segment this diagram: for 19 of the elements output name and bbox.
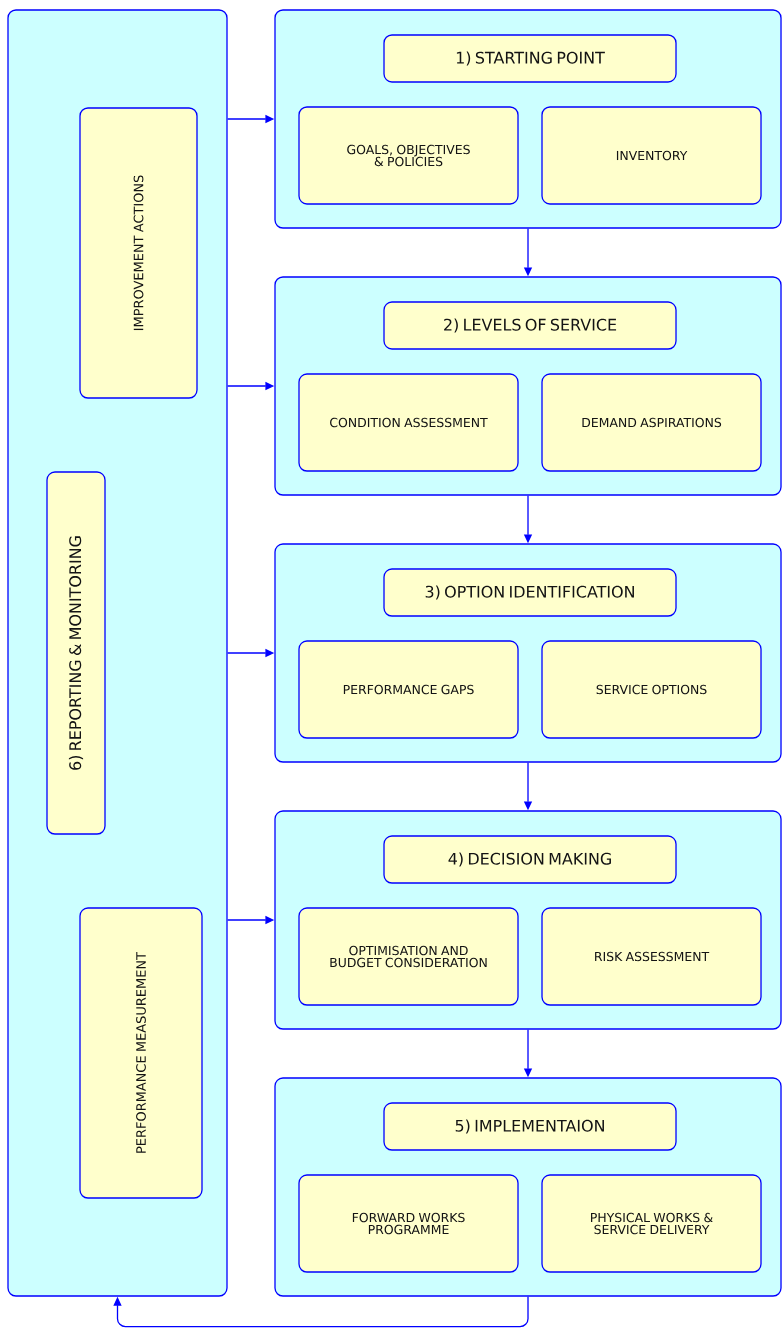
arrow — [113, 1296, 529, 1328]
process-box: CONDITION ASSESSMENT — [298, 373, 519, 472]
process-box: GOALS, OBJECTIVES & POLICIES — [298, 106, 519, 205]
process-box: DEMAND ASPIRATIONS — [541, 373, 762, 472]
process-box: OPTIMISATION AND BUDGET CONSIDERATION — [298, 907, 519, 1006]
process-box: SERVICE OPTIONS — [541, 640, 762, 739]
process-box: PHYSICAL WORKS & SERVICE DELIVERY — [541, 1174, 762, 1273]
stage-title-box: 3) OPTION IDENTIFICATION — [383, 568, 677, 617]
process-box: IMPROVEMENT ACTIONS — [79, 107, 198, 399]
stage-title-box: 6) REPORTING & MONITORING — [46, 471, 106, 835]
stage-title-box: 4) DECISION MAKING — [383, 835, 677, 884]
process-box: RISK ASSESSMENT — [541, 907, 762, 1006]
stage-title-box: 2) LEVELS OF SERVICE — [383, 301, 677, 350]
process-box: PERFORMANCE MEASUREMENT — [79, 907, 203, 1199]
process-box: PERFORMANCE GAPS — [298, 640, 519, 739]
process-box: INVENTORY — [541, 106, 762, 205]
stage-title-box: 5) IMPLEMENTAION — [383, 1102, 677, 1151]
process-box: FORWARD WORKS PROGRAMME — [298, 1174, 519, 1273]
stage-title-box: 1) STARTING POINT — [383, 34, 677, 83]
